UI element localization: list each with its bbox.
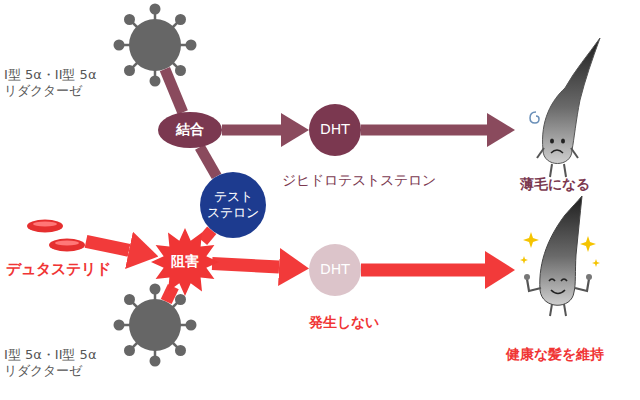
enzyme-symbol [114, 4, 197, 87]
hair-fist [586, 274, 592, 280]
node-label: I型 5α・II型 5α リダクターゼ [4, 347, 129, 380]
node-label: 阻害 [153, 230, 217, 294]
node-sublabel: ジヒドロテストステロン [282, 172, 452, 190]
dht-circle: DHTジヒドロテストステロン [309, 104, 361, 156]
connector-arrow [86, 241, 129, 250]
hair-leg [564, 164, 566, 177]
connector-arrow [361, 264, 485, 277]
pill [27, 220, 63, 233]
hair-leg [550, 164, 552, 177]
binding-ellipse: 結合 [158, 112, 222, 148]
thinning-hair-illustration [530, 38, 600, 177]
enzyme-node: I型 5α・II型 5α リダクターゼ [129, 299, 181, 351]
node-label: I型 5α・II型 5α リダクターゼ [4, 67, 129, 100]
hair-eye [550, 138, 554, 143]
connector-line [165, 69, 183, 112]
starburst-shape [151, 228, 219, 296]
hair-arm [575, 279, 589, 291]
ellipse-shape [158, 112, 222, 148]
hair-leg [550, 304, 552, 316]
ellipse-shape [200, 172, 266, 238]
dht-circle-faded: DHT発生しない [309, 244, 361, 296]
hair-result-node: 薄毛になる [515, 78, 595, 182]
hair-arm [537, 148, 544, 158]
healthy-hair-illustration [520, 196, 600, 316]
node-label: テスト ステロン [200, 172, 266, 238]
sparkle [592, 259, 600, 267]
hair-fist [524, 274, 530, 280]
node-label: 健康な髪を維持 [495, 346, 615, 364]
hair-frown [551, 150, 563, 153]
hair-smile [551, 290, 565, 294]
sparkle [580, 236, 596, 252]
drug-node: デュタステリド [26, 218, 86, 252]
node-label: 薄毛になる [505, 176, 605, 194]
pill-highlight [55, 241, 79, 246]
node-label: DHT [309, 244, 361, 296]
hair-eye [561, 279, 567, 281]
testosterone-circle: テスト ステロン [200, 172, 266, 238]
inhibition-burst: 阻害 [153, 230, 217, 294]
node-sublabel: 発生しない [309, 314, 409, 332]
pill-highlight [33, 222, 57, 227]
connector-line [203, 230, 212, 241]
node-label: デュタステリド [6, 260, 126, 279]
ellipse-shape [309, 244, 361, 296]
sweat-mark [530, 112, 539, 123]
node-label: DHT [309, 104, 361, 156]
connector-line [200, 147, 217, 176]
hair-eye [549, 279, 555, 281]
hair-arm [527, 279, 541, 291]
hair-result-node: 健康な髪を維持 [515, 216, 595, 324]
enzyme-symbol [114, 284, 197, 367]
pill [49, 239, 85, 252]
ellipse-shape [309, 104, 361, 156]
pill-illustration [27, 220, 85, 252]
hair-arm [571, 148, 578, 158]
connector-arrow [361, 125, 487, 136]
enzyme-node: I型 5α・II型 5α リダクターゼ [129, 19, 181, 71]
hair-body [543, 38, 600, 164]
node-label: 結合 [158, 112, 222, 148]
sparkle [523, 232, 539, 248]
sparkle [520, 256, 528, 264]
connector-arrow [212, 263, 279, 267]
connector-group [86, 69, 487, 301]
connector-arrow [222, 125, 281, 136]
hair-leg [564, 304, 566, 316]
hair-eye [561, 138, 565, 143]
